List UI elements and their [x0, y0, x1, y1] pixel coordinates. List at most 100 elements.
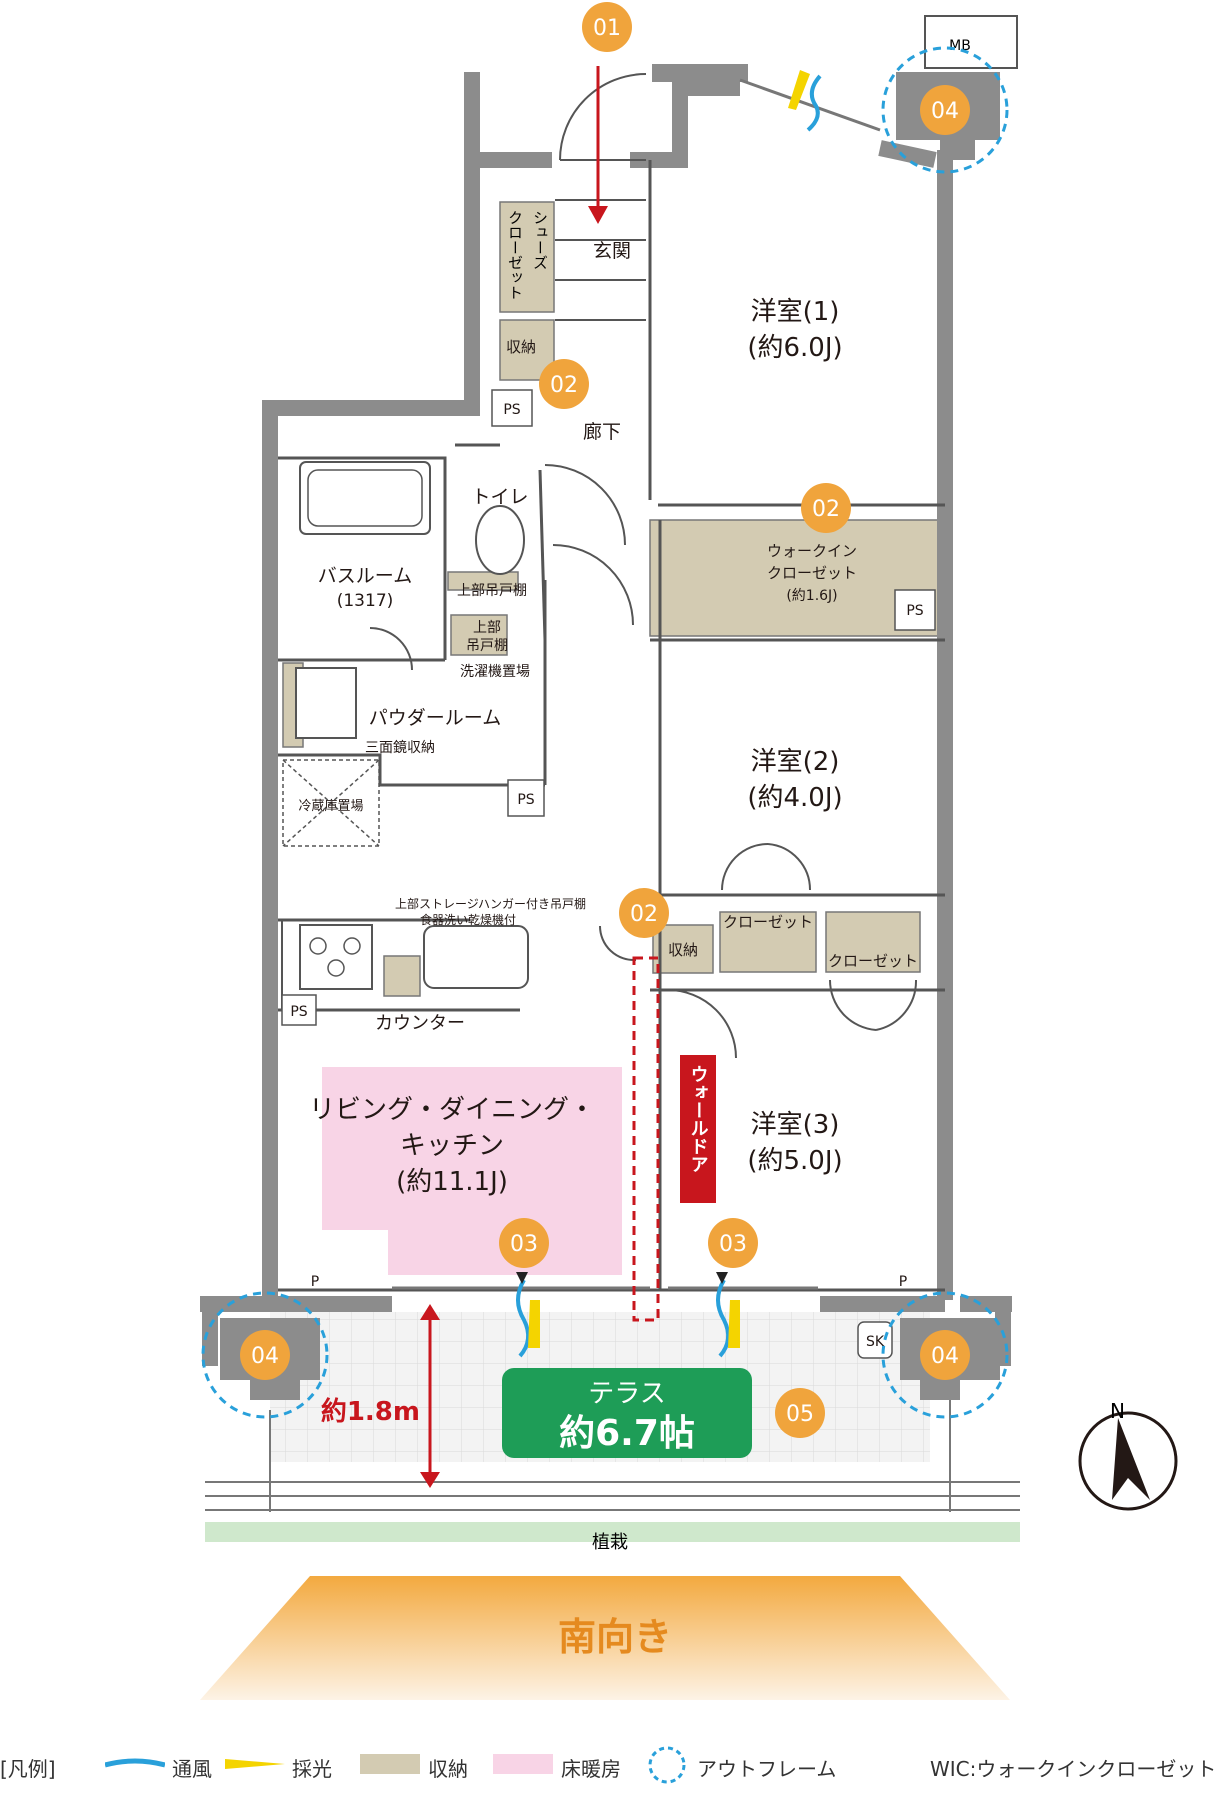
marker-04a: [920, 85, 970, 135]
wind-icon: [716, 1278, 731, 1358]
corridor-label: 廊下: [583, 421, 621, 443]
depth-arrow-bottom: [420, 1472, 440, 1488]
wall-door-label: ウォールドア: [688, 1065, 709, 1173]
legend-title: [凡例]: [0, 1757, 56, 1781]
closet-label-1: クローゼット: [723, 913, 813, 931]
legend-wind: 通風: [172, 1757, 212, 1781]
planting-label: 植栽: [592, 1532, 628, 1553]
entrance-label: 玄関: [593, 240, 631, 262]
sk-label: SK: [866, 1334, 885, 1350]
stove: [299, 924, 373, 990]
legend-storage: 収納: [428, 1757, 468, 1781]
bathtub: [299, 461, 431, 535]
wic-label-2: クローゼット: [767, 564, 857, 582]
kitchen-note-2: 食器洗い乾燥機付: [420, 912, 516, 927]
marker-01-text: 01: [593, 16, 621, 41]
storage-areas: [282, 201, 939, 997]
ps-label-1: PS: [503, 402, 520, 418]
marker-04c-text: 04: [931, 1344, 959, 1369]
marker-01: [582, 2, 632, 52]
marker-05: [775, 1388, 825, 1438]
burners: [309, 937, 361, 977]
powder-label: パウダールーム: [369, 707, 501, 729]
ldk-size: (約11.1J): [396, 1167, 508, 1197]
ps-label-4: PS: [290, 1004, 307, 1020]
fridge-label: 冷蔵庫置場: [298, 799, 363, 814]
kitchen-note-1: 上部ストレージハンガー付き吊戸棚: [395, 896, 586, 911]
floor-heating-swatch: [493, 1754, 553, 1774]
legend-wic: WIC:ウォークインクローゼット: [930, 1757, 1217, 1781]
marker-04b-text: 04: [251, 1344, 279, 1369]
ps-label-2: PS: [906, 603, 923, 619]
fridge-space: [282, 759, 380, 847]
marker-04b: [240, 1330, 290, 1380]
kitchen-sink: [423, 925, 529, 989]
bath-size: (1317): [337, 591, 394, 611]
terrace-railing: [205, 1380, 1020, 1512]
wic-label-1: ウォークイン: [767, 542, 857, 560]
legend-outframe: アウトフレーム: [697, 1757, 837, 1781]
wind-icon: [516, 1278, 531, 1358]
marker-04a-text: 04: [931, 99, 959, 124]
legend-light: 採光: [292, 1757, 332, 1781]
depth-arrow-top: [420, 1304, 440, 1320]
marker-02a: [539, 359, 589, 409]
wind-light-symbols: [516, 70, 822, 1358]
room1-size: (約6.0J): [747, 333, 842, 363]
wind-icon: [105, 1758, 165, 1768]
marker-02c: [619, 888, 669, 938]
marker-02b: [801, 483, 851, 533]
upper-shelf-2a: 上部: [473, 620, 501, 636]
floor-heating-area: [322, 1067, 622, 1275]
marker-03b-text: 03: [719, 1232, 747, 1257]
mirror-label: 三面鏡収納: [365, 740, 435, 756]
compass: N: [1078, 1399, 1178, 1511]
room-labels: 玄関 廊下 トイレ バスルーム (1317) パウダールーム 三面鏡収納 上部吊…: [290, 240, 923, 1350]
bathtub-inner: [307, 469, 423, 527]
marker-04c: [920, 1330, 970, 1380]
outframe-circles: [201, 46, 1009, 1419]
light-icon: [528, 1300, 540, 1348]
room3-label: 洋室(3): [751, 1110, 840, 1140]
p-label-2: P: [899, 1274, 907, 1290]
wind-icon: [806, 74, 822, 132]
wic-size: (約1.6J): [786, 588, 837, 604]
closet-label-2: クローゼット: [828, 952, 918, 970]
room-doors: [369, 464, 918, 1059]
mb-box: [924, 15, 1018, 69]
number-markers: 01 02 02 02 03 03 04 04 04 05: [240, 2, 970, 1438]
light-icon: [225, 1759, 285, 1769]
interior-walls: [278, 160, 945, 1292]
wall-door-outline: [632, 956, 660, 1322]
bath-label: バスルーム: [318, 565, 412, 587]
orientation-label: 南向き: [558, 1615, 672, 1659]
terrace-depth: 約1.8m: [321, 1396, 420, 1427]
p-label-1: P: [311, 1274, 319, 1290]
entrance-door: [555, 73, 647, 321]
toilet-label: トイレ: [471, 486, 528, 508]
planting-strip: [205, 1522, 1020, 1542]
light-icon: [728, 1300, 740, 1348]
marker-02a-text: 02: [550, 373, 578, 398]
legend-floor-heating: 床暖房: [561, 1757, 621, 1781]
compass-north: N: [1110, 1399, 1125, 1423]
washer-label: 洗濯機置場: [460, 664, 530, 680]
upper-shelf-2b: 吊戸棚: [466, 638, 508, 654]
ps-boxes: [281, 389, 936, 1359]
terrace-size: 約6.7帖: [559, 1413, 695, 1454]
marker-03a-text: 03: [510, 1232, 538, 1257]
wall-door-badge: [680, 1055, 716, 1203]
terrace-badge: [502, 1368, 752, 1458]
room3-size: (約5.0J): [747, 1146, 842, 1176]
shoes-closet-label-2: クローゼット: [506, 210, 524, 300]
outframe-icon: [648, 1746, 686, 1784]
storage-label-entrance: 収納: [506, 338, 536, 356]
upper-shelf-label: 上部吊戸棚: [457, 583, 527, 599]
north-arrow-icon: [1112, 1418, 1150, 1500]
vent-pointer-icon: [516, 1272, 528, 1284]
marker-05-text: 05: [786, 1402, 814, 1427]
terrace-label: テラス: [588, 1379, 665, 1409]
marker-02b-text: 02: [812, 497, 840, 522]
room1-label: 洋室(1): [751, 297, 840, 327]
